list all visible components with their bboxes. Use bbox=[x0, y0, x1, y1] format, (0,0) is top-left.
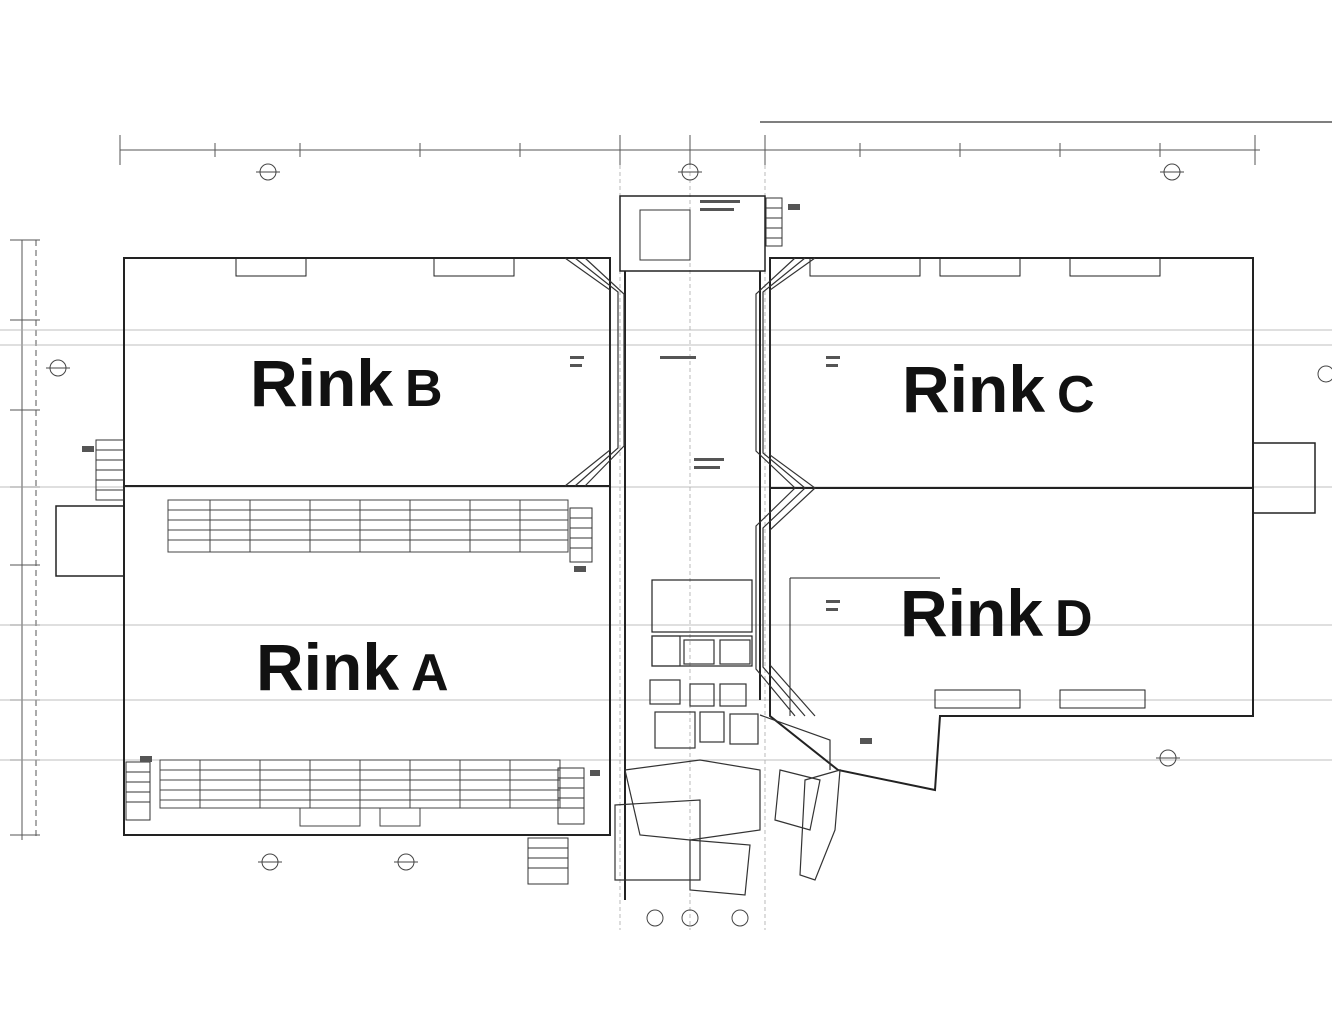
grid-markers bbox=[46, 163, 1332, 927]
rink-b-letter: B bbox=[405, 360, 443, 418]
service-rooms bbox=[614, 635, 841, 896]
rink-d-letter: D bbox=[1055, 590, 1093, 648]
rink-a-area bbox=[55, 485, 611, 836]
corridor-walls bbox=[564, 257, 816, 717]
grid-lines bbox=[0, 165, 1332, 930]
central-corridor bbox=[619, 195, 766, 900]
annotation-marks bbox=[82, 200, 872, 776]
seating-lower bbox=[159, 759, 561, 827]
stairs bbox=[95, 197, 783, 885]
top-dimension-line bbox=[119, 121, 1332, 165]
rink-c-letter: C bbox=[1057, 366, 1095, 424]
seating-upper bbox=[167, 499, 569, 553]
rink-c-word: Rink bbox=[902, 352, 1046, 426]
rink-d-area bbox=[769, 487, 1254, 792]
rink-a-word: Rink bbox=[256, 630, 400, 704]
rink-b-word: Rink bbox=[250, 346, 394, 420]
rink-d-word: Rink bbox=[900, 576, 1044, 650]
rink-a-letter: A bbox=[411, 644, 449, 702]
